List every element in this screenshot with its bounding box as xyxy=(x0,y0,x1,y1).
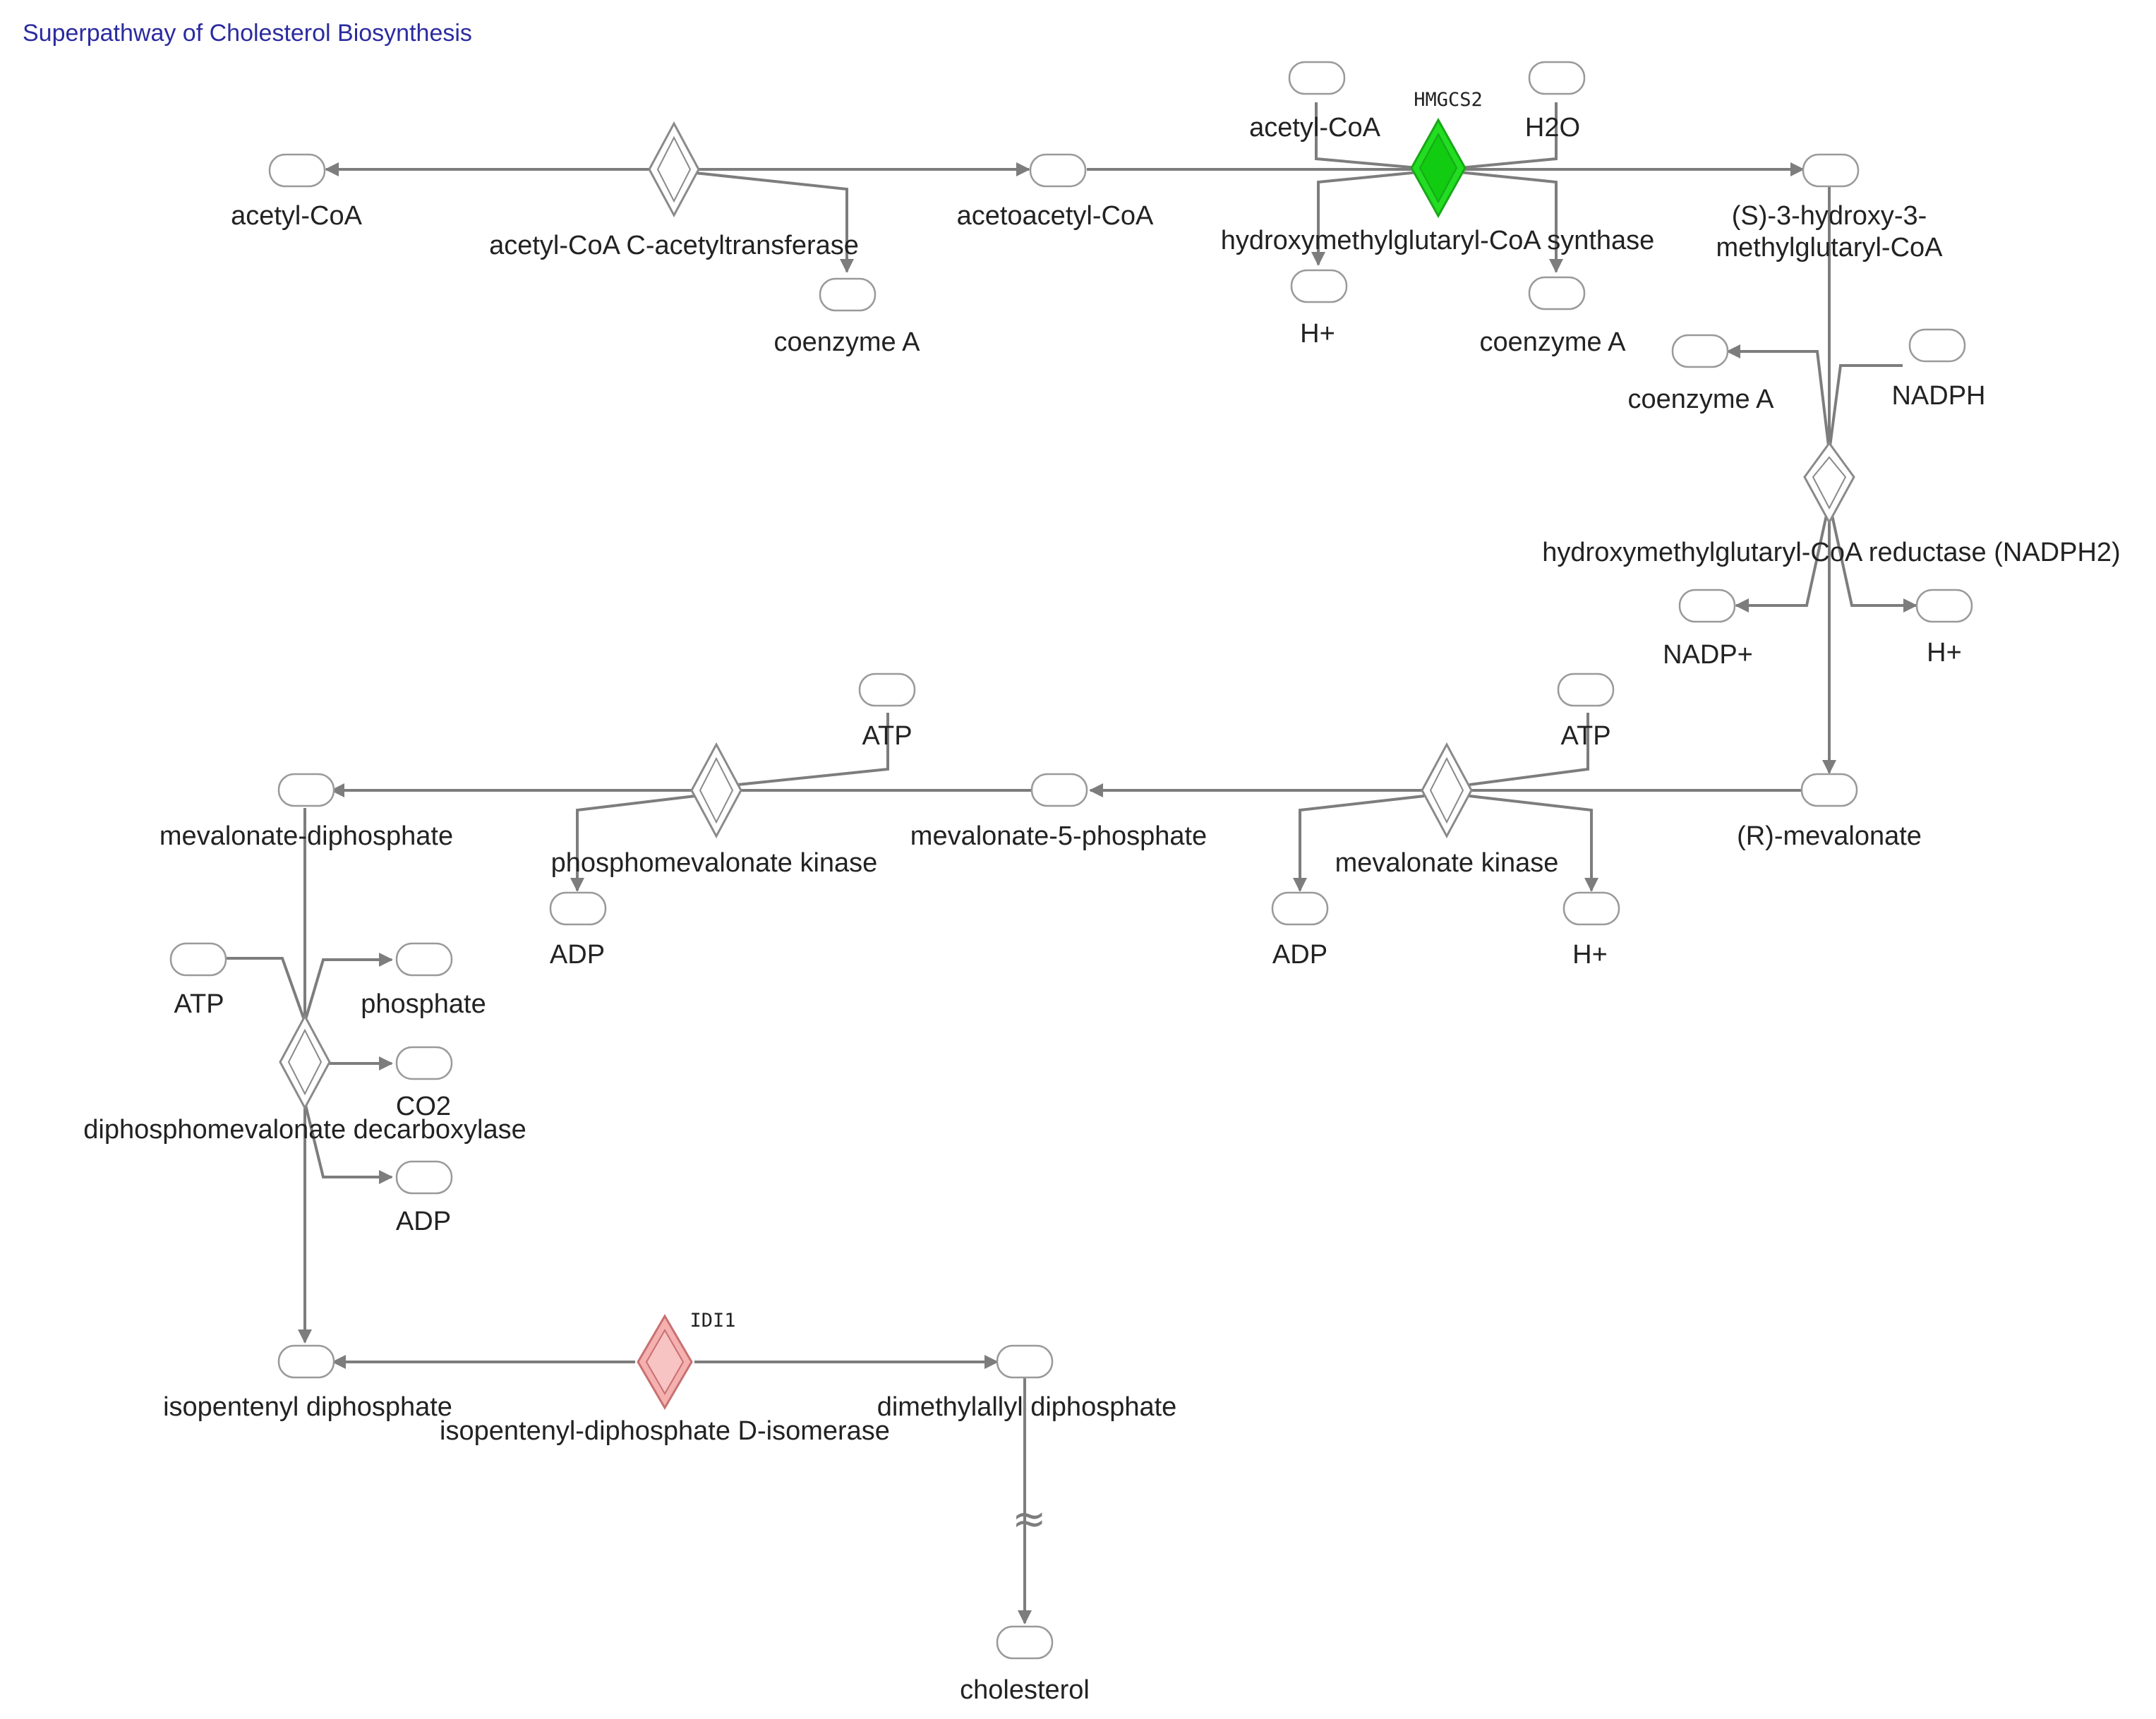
molecule-node-h2o[interactable] xyxy=(1528,61,1586,95)
molecule-nodes xyxy=(169,61,1973,1660)
molecule-label-cholesterol: cholesterol xyxy=(960,1675,1090,1705)
molecule-label-h-plus-3: H+ xyxy=(1572,940,1608,970)
molecule-label-acetyl-coa-2: acetyl-CoA xyxy=(1249,113,1380,143)
molecule-node-adp[interactable] xyxy=(1271,891,1329,926)
molecule-node-h-plus[interactable] xyxy=(1290,269,1348,303)
molecule-node-atp[interactable] xyxy=(1557,672,1615,707)
reaction-edges xyxy=(226,102,1917,1624)
molecule-label-atp: ATP xyxy=(1560,721,1610,751)
molecule-node-hmg-coa[interactable] xyxy=(1802,153,1860,188)
molecule-label-h2o: H2O xyxy=(1525,113,1580,143)
molecule-node-h-plus-3[interactable] xyxy=(1562,891,1620,926)
molecule-node-acetyl-coa[interactable] xyxy=(268,153,326,188)
molecule-label-mevalonate-5-phosphate: mevalonate-5-phosphate xyxy=(910,821,1207,851)
molecule-node-atp-3[interactable] xyxy=(169,942,227,977)
pathway-title[interactable]: Superpathway of Cholesterol Biosynthesis xyxy=(23,20,472,47)
molecule-label-coenzyme-a-2: coenzyme A xyxy=(1480,327,1627,357)
molecule-node-h-plus-2[interactable] xyxy=(1915,589,1973,623)
molecule-label-coenzyme-a: coenzyme A xyxy=(774,327,921,357)
molecule-label-adp: ADP xyxy=(1272,940,1327,970)
molecule-label-dimethylallyl-diphosphate: dimethylallyl diphosphate xyxy=(877,1392,1177,1422)
molecule-node-dimethylallyl-diphosphate[interactable] xyxy=(996,1344,1054,1379)
molecule-node-coenzyme-a-3[interactable] xyxy=(1671,334,1729,368)
molecule-node-coenzyme-a-2[interactable] xyxy=(1528,276,1586,310)
molecule-label-nadph: NADPH xyxy=(1891,381,1985,411)
molecule-label-adp-2: ADP xyxy=(550,940,605,970)
enzyme-node-acetyl-coa-c-acetyltransferase[interactable] xyxy=(648,121,700,218)
enzyme-label-pmvk: phosphomevalonate kinase xyxy=(551,848,878,878)
enzyme-label-hmgcr: hydroxymethylglutaryl-CoA reductase (NAD… xyxy=(1542,538,2120,567)
molecule-node-phosphate[interactable] xyxy=(395,942,453,977)
enzyme-label-idi: isopentenyl-diphosphate D-isomerase xyxy=(440,1416,890,1446)
molecule-node-coenzyme-a[interactable] xyxy=(819,277,877,312)
molecule-node-atp-2[interactable] xyxy=(858,672,916,707)
molecule-label-hmg-coa-line1: (S)-3-hydroxy-3- xyxy=(1732,201,1927,231)
molecule-label-h-plus: H+ xyxy=(1300,319,1335,349)
enzyme-node-idi1[interactable] xyxy=(637,1314,693,1410)
enzyme-label-acat: acetyl-CoA C-acetyltransferase xyxy=(489,231,859,260)
molecule-node-nadph[interactable] xyxy=(1908,328,1966,363)
molecule-label-phosphate: phosphate xyxy=(361,989,486,1019)
molecule-label-isopentenyl-diphosphate: isopentenyl diphosphate xyxy=(163,1392,452,1422)
molecule-label-coenzyme-a-3: coenzyme A xyxy=(1628,385,1775,414)
molecule-label-co2: CO2 xyxy=(396,1092,451,1121)
molecule-node-acetyl-coa-2[interactable] xyxy=(1288,61,1346,95)
enzyme-node-diphosphomevalonate-decarboxylase[interactable] xyxy=(279,1013,331,1111)
molecule-node-acetoacetyl-coa[interactable] xyxy=(1029,153,1087,188)
indirect-step-symbol: ≈ xyxy=(1012,1495,1047,1543)
enzyme-label-hmgcs: hydroxymethylglutaryl-CoA synthase xyxy=(1221,226,1655,255)
molecule-label-mevalonate-diphosphate: mevalonate-diphosphate xyxy=(159,821,453,851)
enzyme-node-hmgcs2[interactable] xyxy=(1410,117,1467,219)
molecule-node-mevalonate-diphosphate[interactable] xyxy=(277,773,335,807)
molecule-label-atp-3: ATP xyxy=(174,989,224,1019)
molecule-node-r-mevalonate[interactable] xyxy=(1800,773,1858,807)
enzyme-nodes xyxy=(279,117,1855,1410)
molecule-label-atp-2: ATP xyxy=(862,721,912,751)
molecule-node-adp-3[interactable] xyxy=(395,1160,453,1195)
molecule-labels: acetyl-CoA acetoacetyl-CoA coenzyme A ac… xyxy=(159,113,1986,1705)
enzyme-node-hmg-coa-reductase[interactable] xyxy=(1803,441,1855,525)
enzyme-node-phosphomevalonate-kinase[interactable] xyxy=(690,742,742,839)
gene-label-hmgcs2: HMGCS2 xyxy=(1414,89,1483,111)
molecule-label-hmg-coa-line2: methylglutaryl-CoA xyxy=(1716,233,1944,263)
molecule-label-adp-3: ADP xyxy=(396,1207,451,1236)
molecule-node-cholesterol[interactable] xyxy=(996,1625,1054,1660)
enzyme-label-mvk: mevalonate kinase xyxy=(1335,848,1559,878)
gene-label-idi1: IDI1 xyxy=(689,1310,735,1332)
enzyme-node-mevalonate-kinase[interactable] xyxy=(1421,742,1473,839)
molecule-label-r-mevalonate: (R)-mevalonate xyxy=(1737,821,1922,851)
molecule-label-acetyl-coa: acetyl-CoA xyxy=(231,201,362,231)
molecule-node-adp-2[interactable] xyxy=(549,891,607,926)
enzyme-label-mvd: diphosphomevalonate decarboxylase xyxy=(83,1115,526,1145)
molecule-label-h-plus-2: H+ xyxy=(1927,638,1962,668)
molecule-label-acetoacetyl-coa: acetoacetyl-CoA xyxy=(957,201,1154,231)
molecule-node-nadp-plus[interactable] xyxy=(1678,589,1736,623)
molecule-node-mevalonate-5-phosphate[interactable] xyxy=(1030,773,1088,807)
molecule-label-nadp-plus: NADP+ xyxy=(1663,640,1753,670)
enzyme-labels: acetyl-CoA C-acetyltransferase hydroxyme… xyxy=(83,89,2120,1446)
molecule-node-co2[interactable] xyxy=(395,1046,453,1080)
molecule-node-isopentenyl-diphosphate[interactable] xyxy=(277,1344,335,1379)
